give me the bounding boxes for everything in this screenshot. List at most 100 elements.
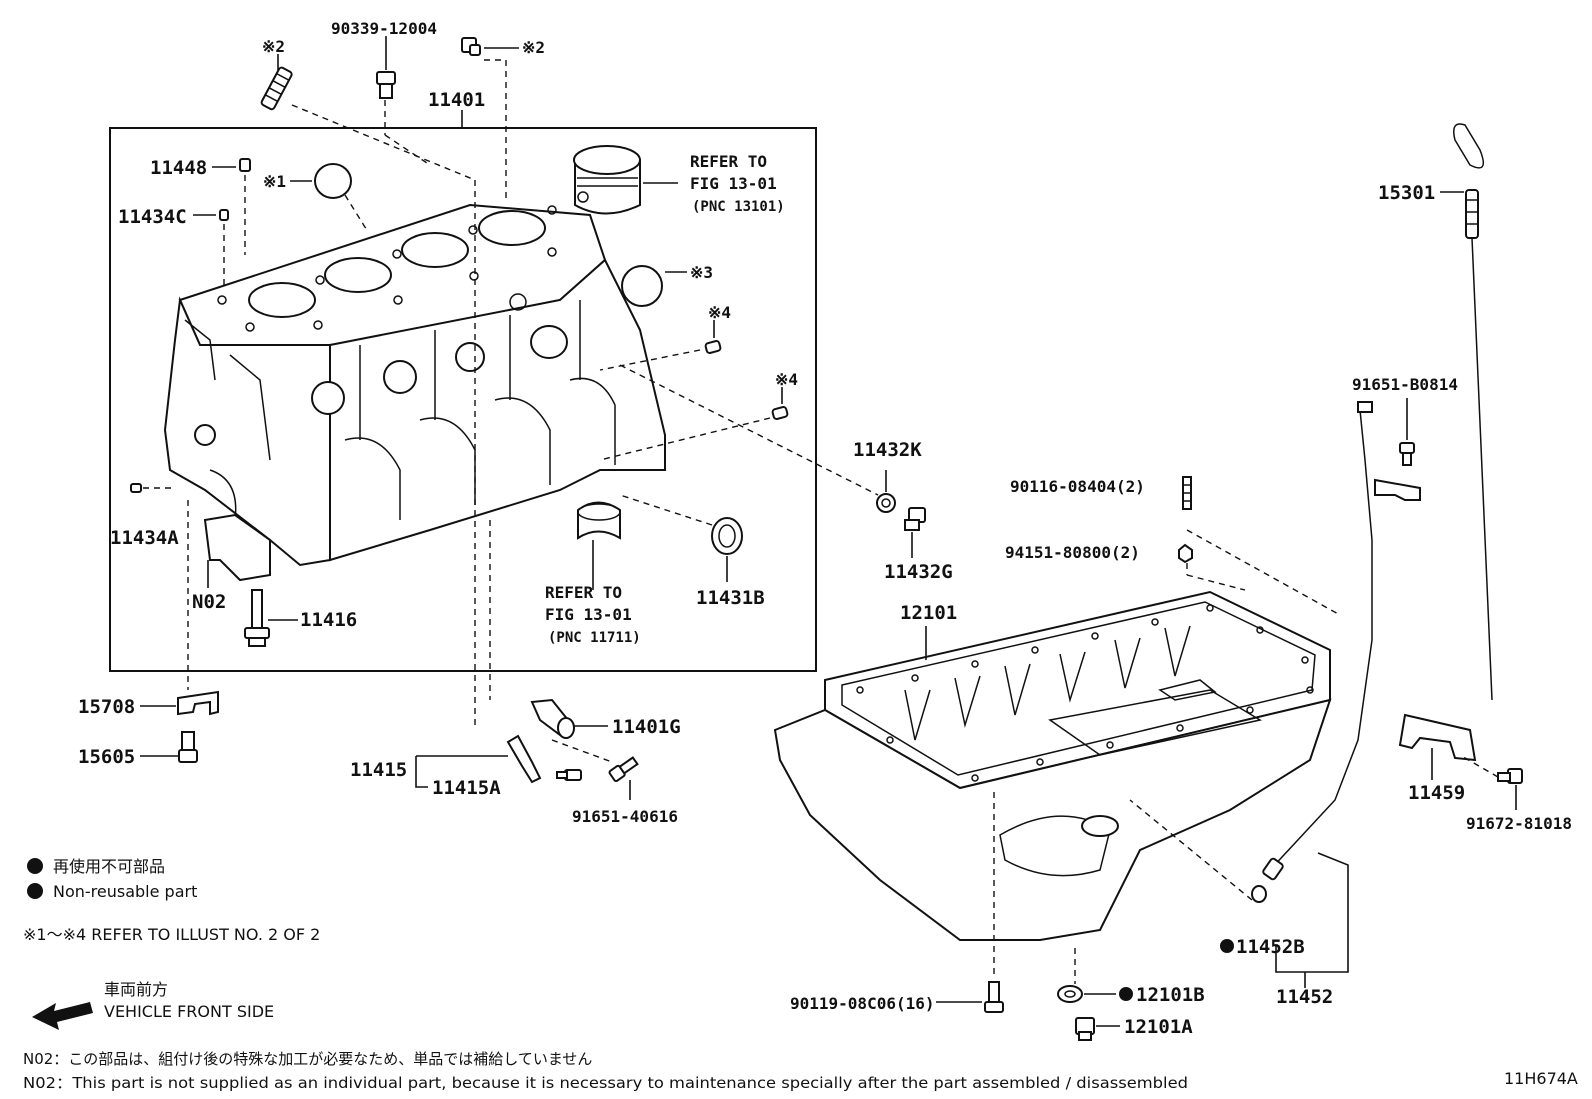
legend-nonreusable-jp: 再使用不可部品 bbox=[53, 857, 165, 876]
diagram-id: 11H674A bbox=[1504, 1069, 1578, 1088]
part-91651-b0814-bolt bbox=[1399, 442, 1415, 466]
part-94151-nut bbox=[1178, 543, 1193, 564]
nonreusable-dot-12101b bbox=[1119, 987, 1133, 1001]
label-mark1: ※1 bbox=[263, 172, 286, 191]
part-mark2-stud bbox=[260, 66, 293, 111]
part-12101a-plug bbox=[1075, 1017, 1095, 1041]
legend-front-en: VEHICLE FRONT SIDE bbox=[104, 1002, 274, 1021]
label-n02: N02 bbox=[192, 591, 226, 613]
part-mark3-plug bbox=[621, 265, 663, 307]
label-90339-12004: 90339-12004 bbox=[331, 19, 437, 38]
dash-90339-b bbox=[384, 134, 431, 166]
nonreusable-dot-11452b bbox=[1220, 939, 1234, 953]
part-11448-plug bbox=[239, 158, 251, 172]
label-11459: 11459 bbox=[1408, 782, 1465, 804]
label-mark4-b: ※4 bbox=[775, 370, 798, 389]
label-11452: 11452 bbox=[1276, 986, 1333, 1008]
part-91651-40616-bolt bbox=[608, 756, 639, 783]
part-mark4-pin-a bbox=[704, 340, 722, 354]
label-94151-80800: 94151-80800(2) bbox=[1005, 543, 1140, 562]
legend-dot-en bbox=[27, 883, 43, 899]
label-11452b: 11452B bbox=[1236, 936, 1305, 958]
part-90339-plug bbox=[376, 71, 396, 99]
label-mark2-nut: ※2 bbox=[522, 38, 545, 57]
dash-94151-pan-b bbox=[1186, 529, 1341, 616]
dash-91672 bbox=[1459, 754, 1499, 778]
part-15708-bracket bbox=[177, 690, 219, 716]
label-11415a: 11415A bbox=[432, 777, 501, 799]
part-11434c-pin bbox=[219, 209, 229, 221]
part-11432k-washer bbox=[876, 493, 896, 513]
part-mark1-plug bbox=[314, 163, 352, 199]
part-90116-stud bbox=[1182, 476, 1192, 510]
label-90119-08c06: 90119-08C06(16) bbox=[790, 994, 935, 1013]
part-11431b-oil-seal bbox=[711, 517, 743, 555]
dash-11431b bbox=[619, 494, 713, 526]
label-12101a: 12101A bbox=[1124, 1016, 1193, 1038]
label-15301: 15301 bbox=[1378, 182, 1435, 204]
label-mark4-a: ※4 bbox=[708, 303, 731, 322]
part-11415-pipe bbox=[506, 734, 542, 784]
piston-illustration bbox=[573, 145, 641, 215]
label-refer-piston-2: FIG 13-01 bbox=[690, 174, 777, 193]
part-11452b-o-ring bbox=[1251, 885, 1267, 903]
label-90116-08404: 90116-08404(2) bbox=[1010, 477, 1145, 496]
label-refer-bearing-2: FIG 13-01 bbox=[545, 605, 632, 624]
part-91672-81018-bolt bbox=[1497, 768, 1523, 784]
label-11434a: 11434A bbox=[110, 527, 179, 549]
footnote-n02-jp: N02：この部品は、組付け後の特殊な加工が必要なため、単品では補給していません bbox=[23, 1050, 592, 1068]
label-91651-40616: 91651-40616 bbox=[572, 807, 678, 826]
part-mark2-nut bbox=[461, 37, 481, 56]
oil-pan-illustration bbox=[773, 590, 1332, 941]
label-refer-bearing-3: (PNC 11711) bbox=[548, 630, 641, 646]
dash-94151-pan bbox=[1186, 574, 1246, 591]
legend-refer-note: ※1～※4 REFER TO ILLUST NO. 2 OF 2 bbox=[23, 925, 320, 944]
legend-nonreusable-en: Non-reusable part bbox=[53, 882, 197, 901]
label-11416: 11416 bbox=[300, 609, 357, 631]
label-11431b: 11431B bbox=[696, 587, 765, 609]
label-11434c: 11434C bbox=[118, 206, 187, 228]
part-mark4-pin-b bbox=[771, 406, 789, 420]
label-11448: 11448 bbox=[150, 157, 207, 179]
label-11432k: 11432K bbox=[853, 439, 922, 461]
cylinder-block-group-frame bbox=[109, 127, 817, 672]
label-12101: 12101 bbox=[900, 602, 957, 624]
footnote-n02-en: N02：This part is not supplied as an indi… bbox=[23, 1074, 1188, 1092]
dash-11432 bbox=[619, 364, 879, 496]
dash-11401g-bolt bbox=[551, 739, 613, 763]
label-11401: 11401 bbox=[428, 89, 485, 111]
part-11432g-plug bbox=[904, 507, 926, 531]
legend-dot-jp bbox=[27, 858, 43, 874]
part-11459-bracket bbox=[1398, 713, 1477, 762]
label-91672-81018: 91672-81018 bbox=[1466, 814, 1572, 833]
label-11415: 11415 bbox=[350, 759, 407, 781]
part-90119-bolt bbox=[984, 981, 1004, 1013]
part-11416-bolt bbox=[244, 589, 270, 647]
leader-11415-bracket bbox=[415, 756, 428, 788]
label-refer-piston-1: REFER TO bbox=[690, 152, 767, 171]
label-mark2-stud: ※2 bbox=[262, 37, 285, 56]
part-guide-tip bbox=[1262, 857, 1284, 881]
part-11434a-pin bbox=[130, 483, 142, 493]
part-n02-bearing-cap bbox=[203, 513, 271, 582]
part-15301-dipstick bbox=[1453, 123, 1493, 701]
cylinder-block-illustration bbox=[163, 203, 666, 567]
front-arrow-icon bbox=[32, 1002, 93, 1030]
dash-11452b bbox=[1129, 799, 1253, 901]
leader-11452-bracket bbox=[1275, 852, 1349, 973]
dash-mark1 bbox=[344, 194, 369, 233]
dash-mark4b bbox=[599, 417, 771, 461]
part-12101b-gasket bbox=[1057, 985, 1083, 1003]
part-11401g-sensor bbox=[530, 698, 575, 739]
part-11452-dipstick-guide bbox=[1269, 401, 1421, 871]
label-refer-bearing-1: REFER TO bbox=[545, 583, 622, 602]
dash-mark4a bbox=[599, 349, 701, 371]
part-15605-bolt bbox=[178, 731, 198, 763]
label-mark3: ※3 bbox=[690, 263, 713, 282]
legend-front-jp: 車両前方 bbox=[104, 980, 168, 999]
label-11401g: 11401G bbox=[612, 716, 681, 738]
label-15708: 15708 bbox=[78, 696, 135, 718]
label-12101b: 12101B bbox=[1136, 984, 1205, 1006]
label-11432g: 11432G bbox=[884, 561, 953, 583]
